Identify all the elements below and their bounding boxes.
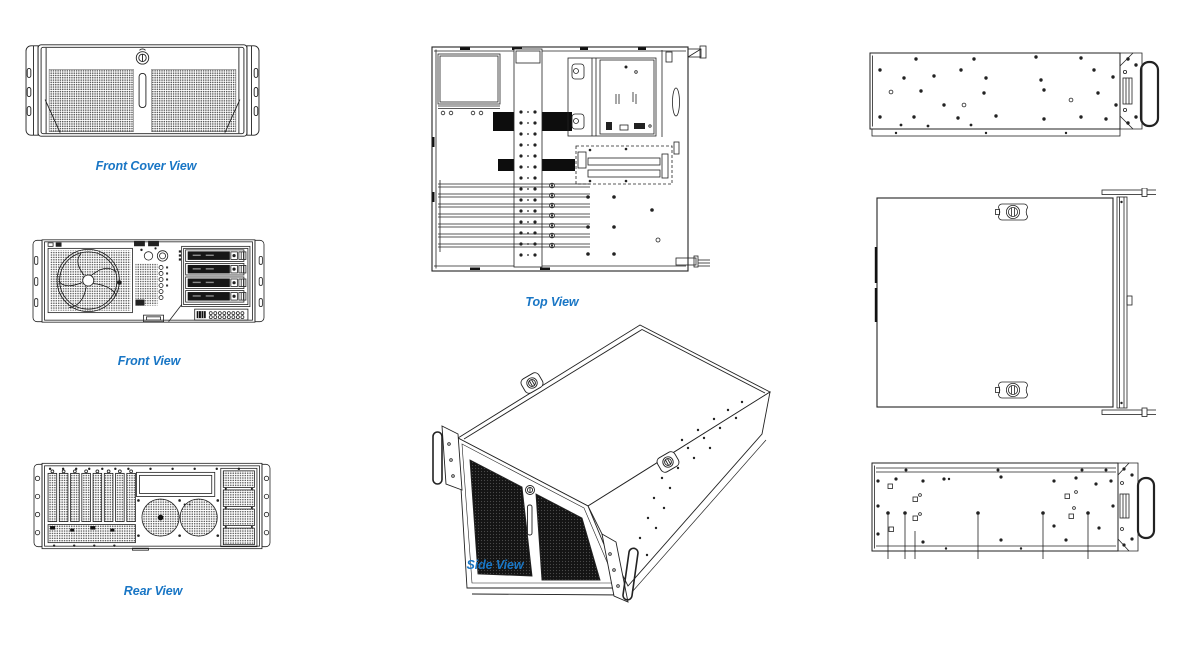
reset-button [143, 251, 154, 261]
center-vent [135, 263, 169, 306]
rack-ear-left [25, 45, 39, 136]
fan-screws [137, 499, 220, 537]
chassis-handle [1139, 60, 1160, 128]
bottom-rail [871, 128, 1121, 137]
thumbscrew-latch-icon [520, 372, 544, 394]
ear-handle [622, 547, 639, 601]
ear-handle [432, 431, 443, 485]
top-view-drawing [430, 42, 715, 282]
thumbscrew-latch-icon [656, 451, 680, 473]
thumbscrew-latch-icon [995, 203, 1028, 221]
chassis-outline [431, 46, 689, 272]
drive-cage-top [567, 57, 657, 137]
front-view-label: Front View [117, 354, 181, 368]
control-buttons [140, 247, 169, 262]
front-view-drawing [31, 239, 266, 324]
psu-bay [437, 53, 501, 116]
rack-ear-left [432, 425, 463, 491]
card-support-bracket [513, 48, 543, 268]
front-fan-grille [47, 247, 133, 314]
front-bracket [1119, 52, 1143, 130]
chassis-handle [1136, 476, 1156, 540]
io-shield-window [136, 471, 216, 497]
front-panel-strip [661, 50, 680, 155]
motherboard-standoffs [586, 195, 661, 256]
front-rail [1116, 196, 1133, 409]
usb-port [148, 240, 159, 247]
front-cover-body [37, 44, 248, 137]
cover-handle [138, 72, 147, 109]
usb-port [134, 240, 145, 247]
drive-tray [185, 290, 247, 303]
mesh-vent-right [151, 69, 237, 132]
lower-vent-strip [47, 524, 136, 547]
front-cover-view-label: Front Cover View [95, 159, 197, 173]
panel-body [871, 462, 1119, 552]
front-cover-view-drawing [20, 44, 265, 138]
key-lock-icon [135, 48, 150, 65]
screws-row [48, 467, 241, 471]
drive-tray [185, 276, 247, 289]
rear-fan-grille [179, 498, 218, 537]
top-cover-drawing [866, 188, 1161, 422]
cover-handle [527, 504, 533, 536]
drive-tray [185, 263, 247, 276]
front-mesh-face [457, 437, 623, 589]
side-view-drawing [432, 320, 787, 652]
rear-view-drawing [32, 462, 272, 551]
screw-holes [878, 55, 1118, 135]
drive-bay-cage [178, 245, 251, 308]
rear-panel-body [41, 462, 263, 550]
rack-ear-left [33, 463, 43, 548]
cover-body [876, 197, 1114, 408]
screw-holes-open [888, 89, 1074, 108]
bottom-latch [143, 314, 164, 323]
psu-vent [220, 467, 258, 548]
front-bracket [1117, 462, 1139, 552]
power-button [156, 250, 169, 262]
rack-ear-right [601, 533, 639, 603]
cutout-squares [887, 483, 1078, 532]
rack-ear-right [246, 45, 260, 136]
mesh-vent-left [48, 69, 134, 132]
key-lock-icon [525, 485, 535, 495]
expansion-slot-covers [47, 469, 136, 522]
slide-rail [675, 45, 710, 268]
thumbscrew-latch-icon [995, 381, 1028, 399]
side-panel-bottom-drawing [866, 456, 1161, 574]
rack-ear-right [254, 239, 265, 323]
rear-fan-grille [141, 498, 180, 537]
rack-ear-left [32, 239, 43, 323]
side-view-label: Side View [466, 558, 524, 572]
rack-ear-right [261, 463, 271, 548]
lower-vent [194, 308, 249, 321]
drive-tray [185, 249, 247, 262]
standoff-lines [886, 511, 1090, 559]
side-panel-face [587, 391, 771, 593]
top-view-label: Top View [525, 295, 579, 309]
side-panel-top-drawing [866, 45, 1161, 147]
riser-board [575, 145, 673, 185]
slide-rail [1101, 188, 1156, 417]
rear-view-label: Rear View [123, 584, 183, 598]
screw-holes [876, 468, 1115, 544]
front-panel-body [41, 239, 256, 323]
expansion-card-slots [438, 180, 590, 252]
